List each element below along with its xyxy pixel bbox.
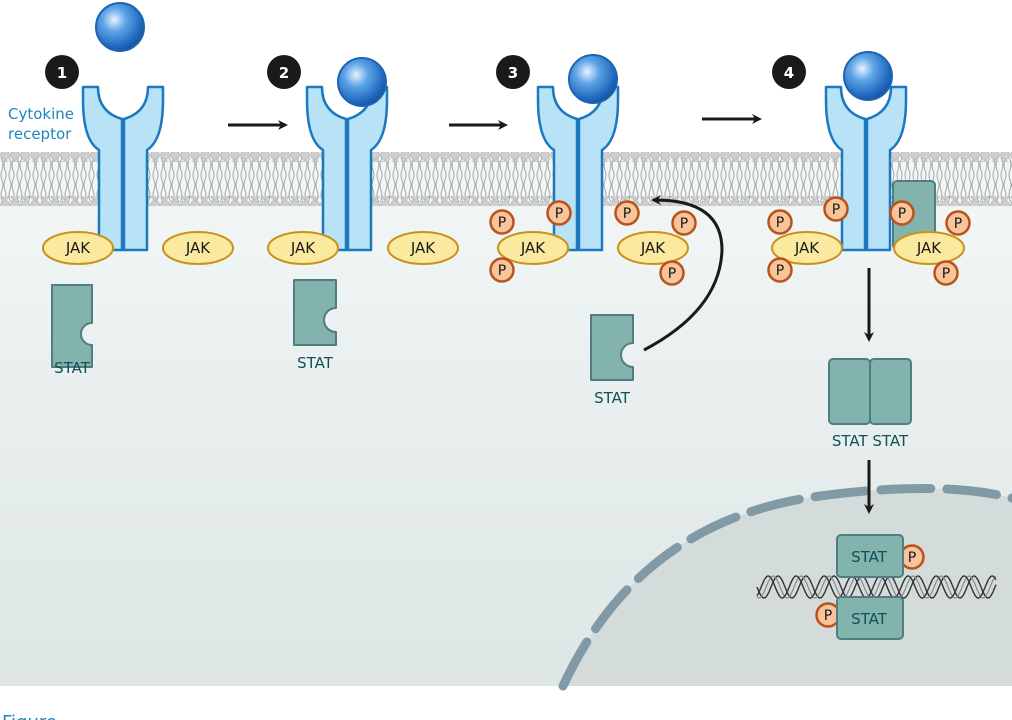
stat-monomer-2: STAT xyxy=(293,279,337,372)
svg-text:JAK: JAK xyxy=(290,239,316,257)
svg-text:STAT: STAT xyxy=(54,359,91,377)
step-badge-4: 4 xyxy=(772,55,806,89)
cytokine-ligand-4 xyxy=(843,51,893,101)
cytokine-ligand-2 xyxy=(337,57,387,107)
phosphate-group: P xyxy=(899,544,925,570)
phosphate-group: P xyxy=(659,260,685,286)
svg-text:JAK: JAK xyxy=(520,239,546,257)
phosphate-group: P xyxy=(767,209,793,235)
svg-text:P: P xyxy=(498,215,506,231)
receptor-chain-right xyxy=(122,85,165,252)
phosphate-group: P xyxy=(546,200,572,226)
svg-text:2: 2 xyxy=(279,64,289,82)
jak-kinase: JAK xyxy=(771,231,843,265)
cytokine-ligand-1 xyxy=(95,2,145,52)
nuclear-envelope xyxy=(558,484,1012,691)
receptor-chain-right xyxy=(865,85,908,252)
svg-text:P: P xyxy=(623,206,631,222)
cytokine-receptor-1 xyxy=(81,85,165,252)
stat-dna-bound-bottom: STAT xyxy=(836,596,904,640)
svg-text:STAT STAT: STAT STAT xyxy=(832,432,909,450)
phosphate-group: P xyxy=(671,210,697,236)
svg-text:P: P xyxy=(954,216,962,232)
svg-text:JAK: JAK xyxy=(185,239,211,257)
jak-kinase: JAK xyxy=(42,231,114,265)
stat-recruitment-arrow xyxy=(643,195,724,352)
svg-text:P: P xyxy=(498,263,506,279)
svg-text:JAK: JAK xyxy=(794,239,820,257)
svg-text:STAT: STAT xyxy=(297,354,334,372)
receptor-label-line2: receptor xyxy=(8,125,72,143)
svg-text:P: P xyxy=(680,216,688,232)
jak-kinase: JAK xyxy=(387,231,459,265)
svg-text:P: P xyxy=(555,206,563,222)
phosphate-group: P xyxy=(889,200,915,226)
stat-dna-bound-top: STAT xyxy=(836,534,904,578)
svg-text:STAT: STAT xyxy=(851,548,888,566)
stat-monomer-1: STAT xyxy=(51,284,93,377)
phosphate-group: P xyxy=(933,260,959,286)
phosphate-group: P xyxy=(823,196,849,222)
svg-text:4: 4 xyxy=(784,64,794,82)
svg-text:P: P xyxy=(898,206,906,222)
phosphate-group: P xyxy=(945,210,971,236)
svg-text:STAT: STAT xyxy=(594,389,631,407)
svg-text:JAK: JAK xyxy=(410,239,436,257)
figure-caption: Figure xyxy=(2,712,57,720)
receptor-label-line1: Cytokine xyxy=(8,105,74,123)
phosphate-group: P xyxy=(767,257,793,283)
phosphate-group: P xyxy=(489,257,515,283)
svg-text:P: P xyxy=(832,202,840,218)
cytokine-ligand-3 xyxy=(568,54,618,104)
svg-text:P: P xyxy=(776,263,784,279)
cytokine-receptor-4 xyxy=(824,85,908,252)
svg-text:P: P xyxy=(908,550,916,566)
svg-text:JAK: JAK xyxy=(640,239,666,257)
svg-text:JAK: JAK xyxy=(65,239,91,257)
cytokine-receptor-2 xyxy=(305,85,389,252)
svg-text:3: 3 xyxy=(508,64,518,82)
stat-dimer: STAT STAT xyxy=(828,358,912,450)
svg-text:P: P xyxy=(668,266,676,282)
step-badge-1: 1 xyxy=(45,55,79,89)
phosphate-group: P xyxy=(489,209,515,235)
svg-text:P: P xyxy=(942,266,950,282)
jak-kinase: JAK xyxy=(497,231,569,265)
svg-text:P: P xyxy=(824,608,832,624)
jak-kinase: JAK xyxy=(893,231,965,265)
receptor-chain-left xyxy=(824,85,867,252)
jak-kinase: JAK xyxy=(617,231,689,265)
jak-kinase: JAK xyxy=(267,231,339,265)
phosphate-group: P xyxy=(614,200,640,226)
svg-text:STAT: STAT xyxy=(851,610,888,628)
stat-monomer-3: STAT xyxy=(590,314,634,407)
step-badge-3: 3 xyxy=(496,55,530,89)
svg-text:1: 1 xyxy=(57,64,67,82)
step-badge-2: 2 xyxy=(267,55,301,89)
svg-text:JAK: JAK xyxy=(916,239,942,257)
svg-text:P: P xyxy=(776,215,784,231)
jak-kinase: JAK xyxy=(162,231,234,265)
